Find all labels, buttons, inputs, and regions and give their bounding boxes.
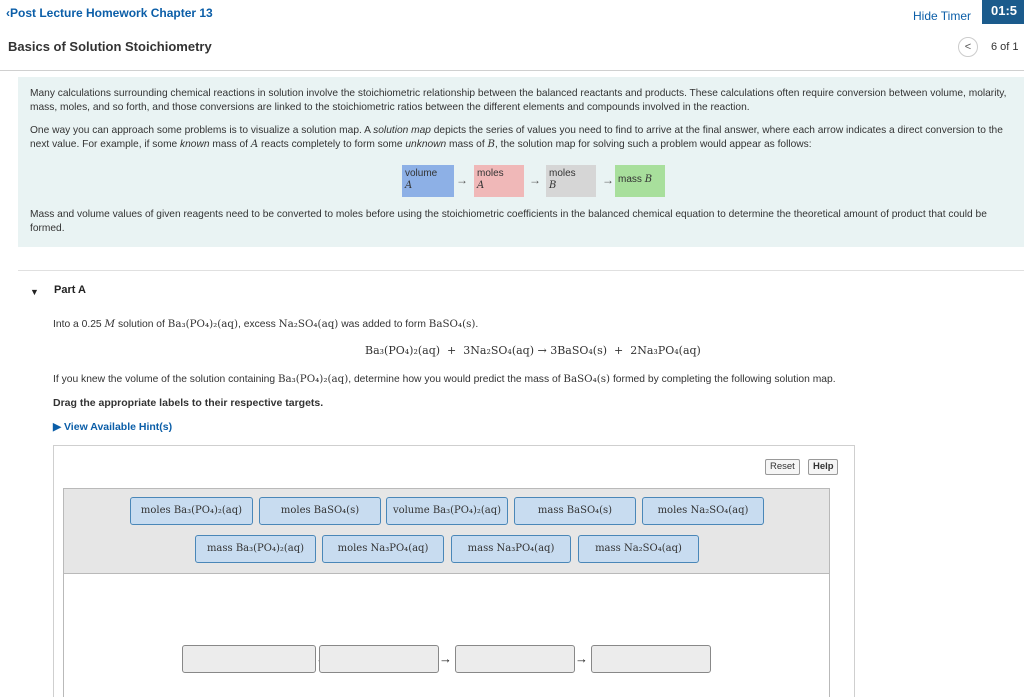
- map-arrow: →: [529, 173, 541, 187]
- label-volume-ba3po42[interactable]: volume Ba₃(PO₄)₂(aq): [386, 497, 508, 525]
- intro-paragraph-3: Mass and volume values of given reagents…: [30, 209, 987, 234]
- divider: [18, 270, 1024, 271]
- reset-button[interactable]: Reset: [765, 459, 800, 475]
- label-moles-na2so4[interactable]: moles Na₂SO₄(aq): [642, 497, 764, 525]
- balanced-equation: Ba₃(PO₄)₂(aq) + 3Na₂SO₄(aq) → 3BaSO₄(s) …: [365, 344, 701, 357]
- drop-target-1[interactable]: [182, 645, 316, 673]
- target-area: [63, 574, 830, 697]
- page-count: 6 of 1: [991, 41, 1019, 53]
- label-moles-na3po4[interactable]: moles Na₃PO₄(aq): [322, 535, 444, 563]
- map-box-mass-b: mass B: [615, 165, 665, 197]
- drag-instruction: Drag the appropriate labels to their res…: [53, 397, 324, 409]
- drag-drop-workspace: [53, 445, 855, 697]
- divider: [0, 70, 1024, 71]
- map-arrow: →: [602, 173, 614, 187]
- label-moles-ba3po42[interactable]: moles Ba₃(PO₄)₂(aq): [130, 497, 253, 525]
- label-moles-baso4[interactable]: moles BaSO₄(s): [259, 497, 381, 525]
- arrow-icon: →: [575, 651, 588, 666]
- previous-button[interactable]: <: [958, 37, 978, 57]
- intro-paragraph-1: Many calculations surrounding chemical r…: [30, 88, 1007, 113]
- question-text: Into a 0.25 M solution of Ba₃(PO₄)₂(aq),…: [53, 318, 479, 330]
- label-mass-ba3po42[interactable]: mass Ba₃(PO₄)₂(aq): [195, 535, 316, 563]
- drop-target-2[interactable]: [319, 645, 439, 673]
- back-link[interactable]: ‹Post Lecture Homework Chapter 13: [6, 6, 213, 20]
- drop-target-3[interactable]: [455, 645, 575, 673]
- collapse-caret-icon[interactable]: ▼: [30, 287, 39, 297]
- back-link-label: Post Lecture Homework Chapter 13: [10, 6, 213, 20]
- view-hints-link[interactable]: ▶ View Available Hint(s): [53, 421, 173, 433]
- chevron-left-icon: <: [964, 41, 972, 53]
- page-title: Basics of Solution Stoichiometry: [8, 39, 212, 54]
- hide-timer-link[interactable]: Hide Timer: [913, 9, 972, 23]
- intro-panel: Many calculations surrounding chemical r…: [18, 77, 1024, 247]
- map-arrow: →: [456, 173, 468, 187]
- label-mass-na2so4[interactable]: mass Na₂SO₄(aq): [578, 535, 699, 563]
- intro-paragraph-2: One way you can approach some problems i…: [30, 125, 1003, 150]
- question-text-2: If you knew the volume of the solution c…: [53, 373, 836, 385]
- arrow-icon: →: [439, 651, 452, 666]
- label-mass-baso4[interactable]: mass BaSO₄(s): [514, 497, 636, 525]
- part-a-label[interactable]: Part A: [54, 284, 86, 296]
- label-mass-na3po4[interactable]: mass Na₃PO₄(aq): [451, 535, 571, 563]
- timer: 01:5: [982, 0, 1024, 24]
- drop-target-4[interactable]: [591, 645, 711, 673]
- help-button[interactable]: Help: [808, 459, 838, 475]
- chevron-left-icon: ‹: [6, 6, 10, 20]
